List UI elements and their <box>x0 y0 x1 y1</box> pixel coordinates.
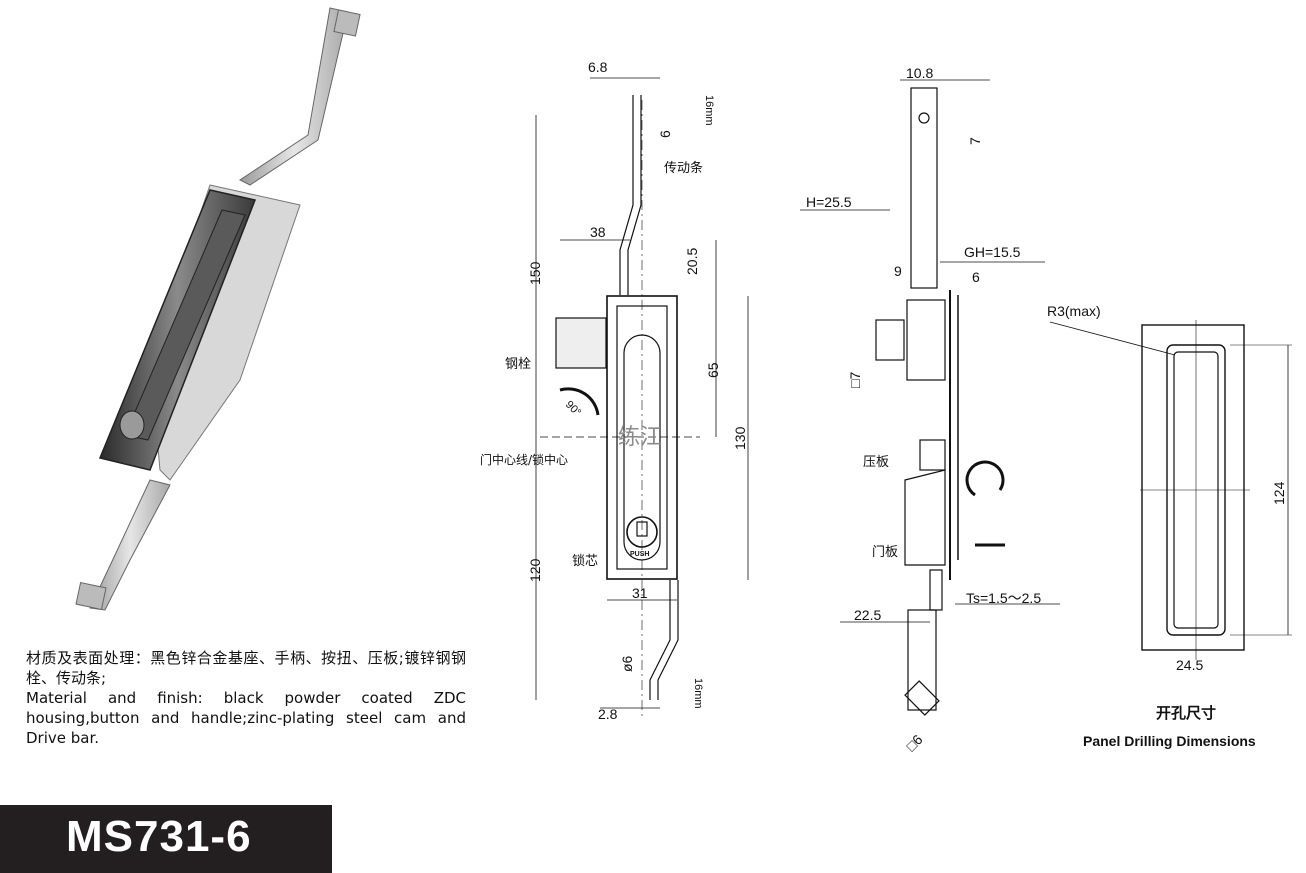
dim-sq6: □6 <box>903 731 926 754</box>
dim-6-8: 6.8 <box>588 59 608 75</box>
front-cam <box>555 317 607 369</box>
dim-6-side: 6 <box>972 269 980 285</box>
dim-120: 120 <box>527 558 543 582</box>
dim-20-5: 20.5 <box>684 248 700 275</box>
technical-drawings: 6.8 16mm 6 传动条 38 20.5 150 钢栓 65 90° 130… <box>480 59 1292 754</box>
dim-h: H=25.5 <box>806 194 852 210</box>
dim-2-8: 2.8 <box>598 706 618 722</box>
dim-31: 31 <box>632 585 648 601</box>
dim-ts: Ts=1.5～2.5 <box>966 590 1041 606</box>
dim-6-top: 6 <box>657 130 673 138</box>
dim-gh: GH=15.5 <box>964 244 1021 260</box>
label-plate: 压板 <box>863 455 889 470</box>
handle <box>124 209 246 441</box>
label-lock-core: 锁芯 <box>572 553 598 569</box>
side-lock-body <box>906 299 946 381</box>
side-drive-bar <box>910 87 938 289</box>
label-door-panel: 门板 <box>872 545 898 560</box>
drive-bar-bottom-tip <box>75 581 107 611</box>
model-badge <box>0 805 332 873</box>
dim-38: 38 <box>590 224 606 240</box>
label-center-line: 门中心线/锁中心 <box>480 452 568 467</box>
dim-90: 90° <box>563 399 583 419</box>
side-latch <box>904 469 946 566</box>
label-drive-bar: 传动条 <box>664 160 703 176</box>
model-number: MS731-6 <box>66 812 252 861</box>
description-en: Material and finish: black powder coated… <box>26 689 466 747</box>
label-cam: 钢栓 <box>505 357 531 372</box>
material-description: 材质及表面处理：黑色锌合金基座、手柄、按扭、压板;镀锌钢钢栓、传动条; Mate… <box>26 648 466 748</box>
side-plate <box>919 439 946 471</box>
panel-outline <box>1141 324 1245 651</box>
panel-r3: R3(max) <box>1047 303 1101 319</box>
dim-16mm-bottom: 16mm <box>692 678 704 709</box>
dim-7-top: 7 <box>967 137 983 145</box>
lock-cylinder <box>119 410 145 440</box>
dim-10-8: 10.8 <box>906 65 933 81</box>
watermark: 练江 <box>618 425 662 450</box>
panel-title-cn: 开孔尺寸 <box>1156 704 1216 722</box>
dim-130: 130 <box>732 426 748 450</box>
panel-dim-24-5: 24.5 <box>1176 657 1203 673</box>
label-push: PUSH <box>630 551 649 558</box>
panel-dim-124: 124 <box>1271 481 1287 505</box>
drive-bar-lower <box>89 479 171 611</box>
dim-9: 9 <box>894 263 902 279</box>
dim-phi6: ø6 <box>619 655 635 672</box>
drive-bar-upper <box>239 7 349 186</box>
drive-bar-tip <box>333 9 361 37</box>
dim-65: 65 <box>705 362 721 378</box>
dim-sq7: □7 <box>847 372 863 388</box>
dim-22-5: 22.5 <box>854 607 881 623</box>
front-drive-bar <box>619 95 634 295</box>
dim-16mm-top: 16mm <box>703 95 715 126</box>
dim-150: 150 <box>527 261 543 285</box>
description-cn: 材质及表面处理：黑色锌合金基座、手柄、按扭、压板;镀锌钢钢栓、传动条; <box>26 649 466 687</box>
product-illustration <box>75 7 361 611</box>
panel-title-en: Panel Drilling Dimensions <box>1083 733 1256 749</box>
